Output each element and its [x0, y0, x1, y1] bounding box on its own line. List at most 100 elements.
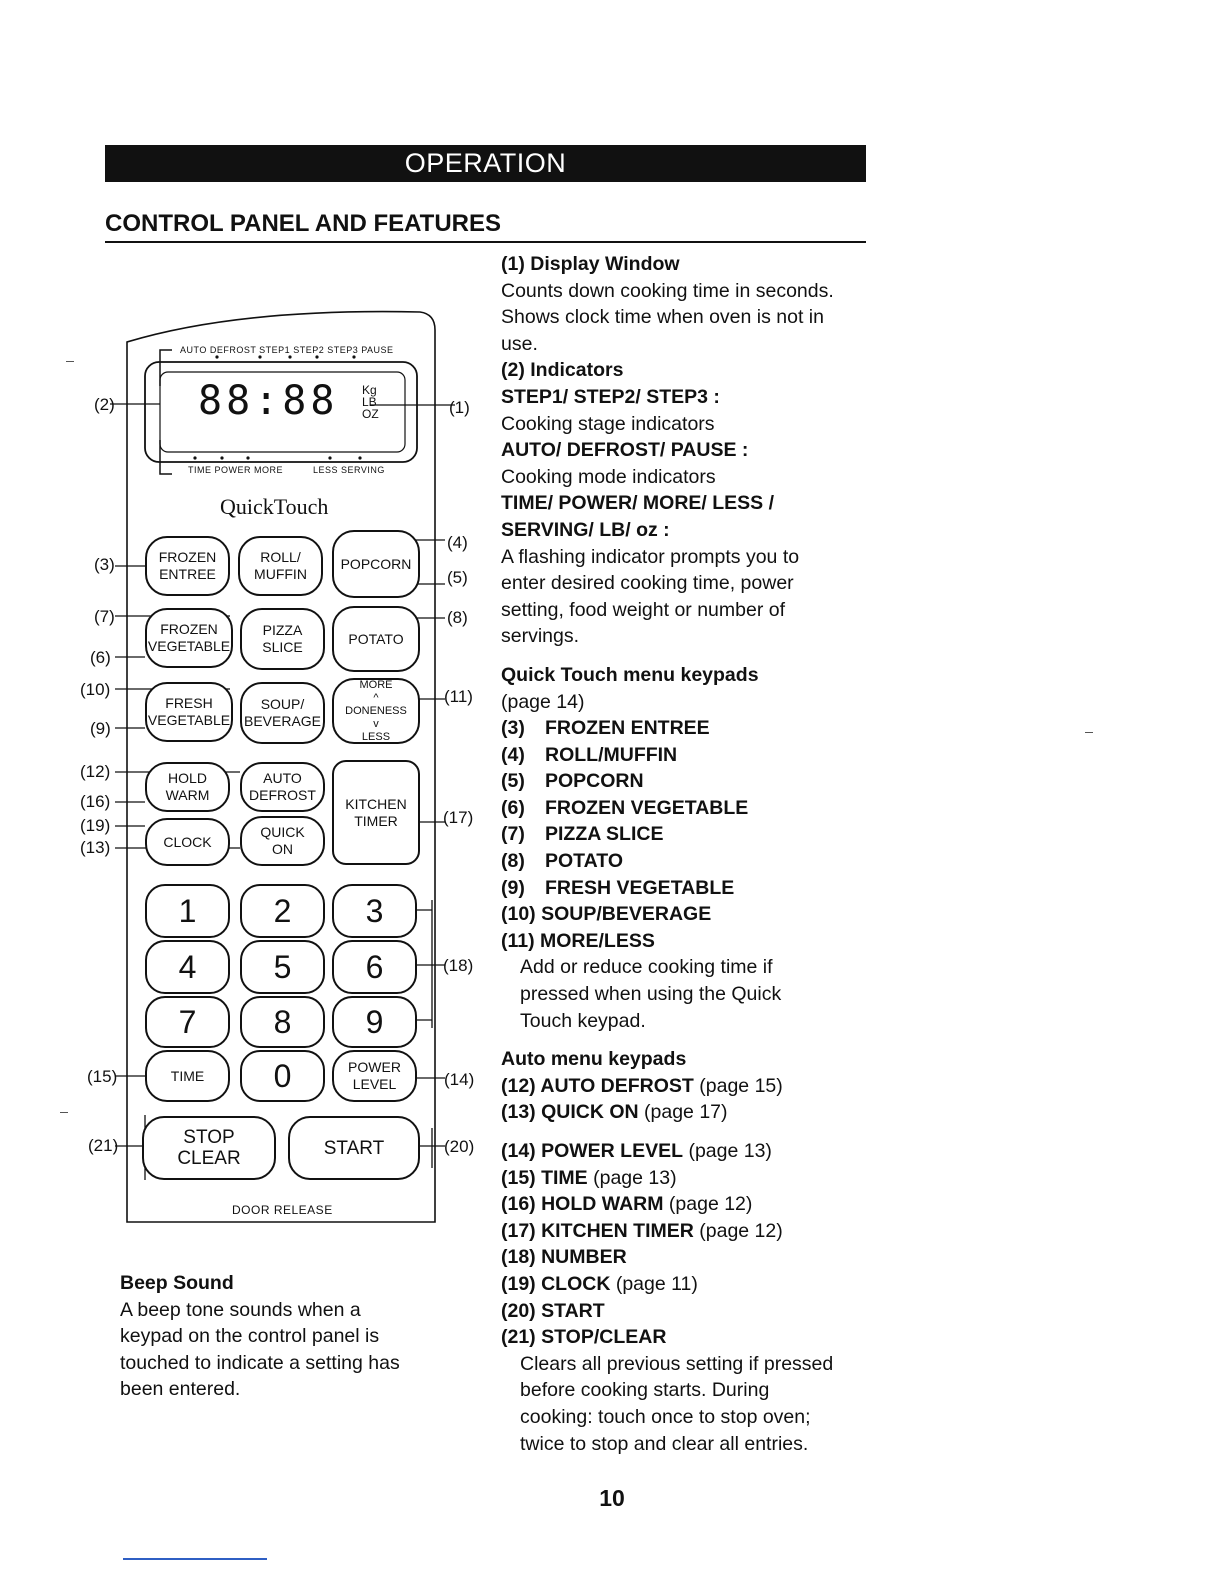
margin-mark: [1085, 732, 1093, 733]
time-indicators-text-1: A flashing indicator prompts you to: [501, 545, 800, 568]
more-less-text-1: Add or reduce cooking time if: [520, 956, 773, 979]
display-window-heading: (1) Display Window: [501, 253, 680, 275]
stop-clear-text-3: cooking: touch once to stop oven;: [520, 1405, 811, 1428]
number-1-key[interactable]: 1: [145, 884, 230, 938]
other-item: (16) HOLD WARM (page 12): [501, 1193, 753, 1216]
roll-muffin-key[interactable]: ROLL/MUFFIN: [238, 536, 323, 596]
other-item: (18) NUMBER: [501, 1246, 627, 1269]
more-less-text-3: Touch keypad.: [520, 1009, 646, 1032]
quick-touch-item: (9)FRESH VEGETABLE: [501, 876, 735, 899]
time-indicators-text-3: setting, food weight or number of: [501, 598, 785, 621]
auto-menu-heading: Auto menu keypads: [501, 1048, 687, 1071]
operation-banner: OPERATION: [105, 145, 866, 182]
quick-touch-item: (3)FROZEN ENTREE: [501, 717, 710, 740]
callout-4: (4): [447, 533, 468, 552]
other-item: (19) CLOCK (page 11): [501, 1272, 698, 1295]
time-indicators-label-1: TIME/ POWER/ MORE/ LESS /: [501, 492, 775, 515]
beep-text-1: A beep tone sounds when a: [120, 1298, 361, 1321]
auto-menu-item: (12) AUTO DEFROST (page 15): [501, 1074, 783, 1097]
step-indicators-label: STEP1/ STEP2/ STEP3 :: [501, 385, 720, 408]
display-window-text-1: Counts down cooking time in seconds.: [501, 279, 834, 302]
number-2-key[interactable]: 2: [240, 884, 325, 938]
callout-14: (14): [444, 1070, 475, 1089]
callout-9: (9): [90, 719, 111, 738]
time-indicators-text-2: enter desired cooking time, power: [501, 572, 794, 595]
bottom-indicator-labels-left: TIME POWER MORE: [188, 465, 283, 475]
callout-1: (1): [449, 398, 470, 417]
features-list: (1) Display Window Counts down cooking t…: [501, 251, 881, 1457]
callout-11: (11): [444, 687, 473, 706]
other-item: (15) TIME (page 13): [501, 1166, 677, 1189]
indicators-heading: (2) Indicators: [501, 359, 624, 382]
top-indicator-labels: AUTO DEFROST STEP1 STEP2 STEP3 PAUSE: [180, 345, 394, 355]
callout-8: (8): [447, 608, 468, 627]
quick-touch-item: (8)POTATO: [501, 850, 623, 873]
display-window-text-2: Shows clock time when oven is not in: [501, 306, 824, 329]
display-digits: 88:88: [198, 378, 339, 424]
beep-text-4: been entered.: [120, 1378, 241, 1401]
number-7-key[interactable]: 7: [145, 996, 230, 1048]
other-item: (21) STOP/CLEAR: [501, 1326, 667, 1349]
callout-20: (20): [444, 1137, 475, 1156]
quick-touch-item: (5)POPCORN: [501, 770, 644, 793]
number-5-key[interactable]: 5: [240, 940, 325, 994]
number-3-key[interactable]: 3: [332, 884, 417, 938]
quick-touch-item: (7)PIZZA SLICE: [501, 823, 664, 846]
quick-touch-item-10: (10) SOUP/BEVERAGE: [501, 903, 712, 926]
quick-touch-heading: Quick Touch menu keypads: [501, 663, 759, 686]
callout-7: (7): [94, 607, 115, 626]
potato-key[interactable]: POTATO: [332, 606, 420, 672]
time-indicators-text-4: servings.: [501, 625, 580, 648]
stop-clear-text-4: twice to stop and clear all entries.: [520, 1432, 809, 1455]
callout-12: (12): [80, 762, 111, 781]
beep-heading: Beep Sound: [120, 1272, 234, 1294]
display-window-text-3: use.: [501, 332, 538, 355]
callout-5: (5): [447, 568, 468, 587]
down-arrow-icon: v: [373, 717, 379, 730]
step-indicators-text: Cooking stage indicators: [501, 412, 715, 435]
callout-6: (6): [90, 648, 111, 667]
time-key[interactable]: TIME: [145, 1050, 230, 1102]
popcorn-key[interactable]: POPCORN: [332, 530, 420, 598]
number-6-key[interactable]: 6: [332, 940, 417, 994]
callout-17: (17): [443, 808, 474, 827]
up-arrow-icon: ^: [373, 691, 379, 704]
clock-key[interactable]: CLOCK: [145, 818, 230, 866]
number-8-key[interactable]: 8: [240, 996, 325, 1048]
beep-sound-section: Beep Sound A beep tone sounds when a key…: [120, 1270, 450, 1403]
section-title: CONTROL PANEL AND FEATURES: [105, 210, 866, 243]
mode-indicators-label: AUTO/ DEFROST/ PAUSE :: [501, 439, 749, 462]
soup-beverage-key[interactable]: SOUP/BEVERAGE: [240, 682, 325, 744]
margin-mark: [60, 1112, 68, 1113]
number-0-key[interactable]: 0: [240, 1050, 325, 1102]
quick-touch-item: (4)ROLL/MUFFIN: [501, 743, 678, 766]
callout-13: (13): [80, 838, 111, 857]
time-indicators-label-2: SERVING/ LB/ oz :: [501, 518, 670, 541]
number-4-key[interactable]: 4: [145, 940, 230, 994]
other-item: (14) POWER LEVEL (page 13): [501, 1140, 772, 1162]
more-less-text-2: pressed when using the Quick: [520, 983, 782, 1006]
door-release-label[interactable]: DOOR RELEASE: [232, 1203, 333, 1217]
quicktouch-brand: QuickTouch: [220, 494, 329, 519]
number-9-key[interactable]: 9: [332, 996, 417, 1048]
callout-21: (21): [88, 1136, 119, 1155]
callout-10: (10): [80, 680, 111, 699]
quick-touch-item-11: (11) MORE/LESS: [501, 929, 655, 952]
beep-text-3: touched to indicate a setting has: [120, 1351, 400, 1374]
callout-15: (15): [87, 1067, 118, 1086]
start-key[interactable]: START: [288, 1116, 420, 1180]
stop-clear-text-2: before cooking starts. During: [520, 1379, 770, 1402]
quick-touch-item: (6)FROZEN VEGETABLE: [501, 796, 749, 819]
